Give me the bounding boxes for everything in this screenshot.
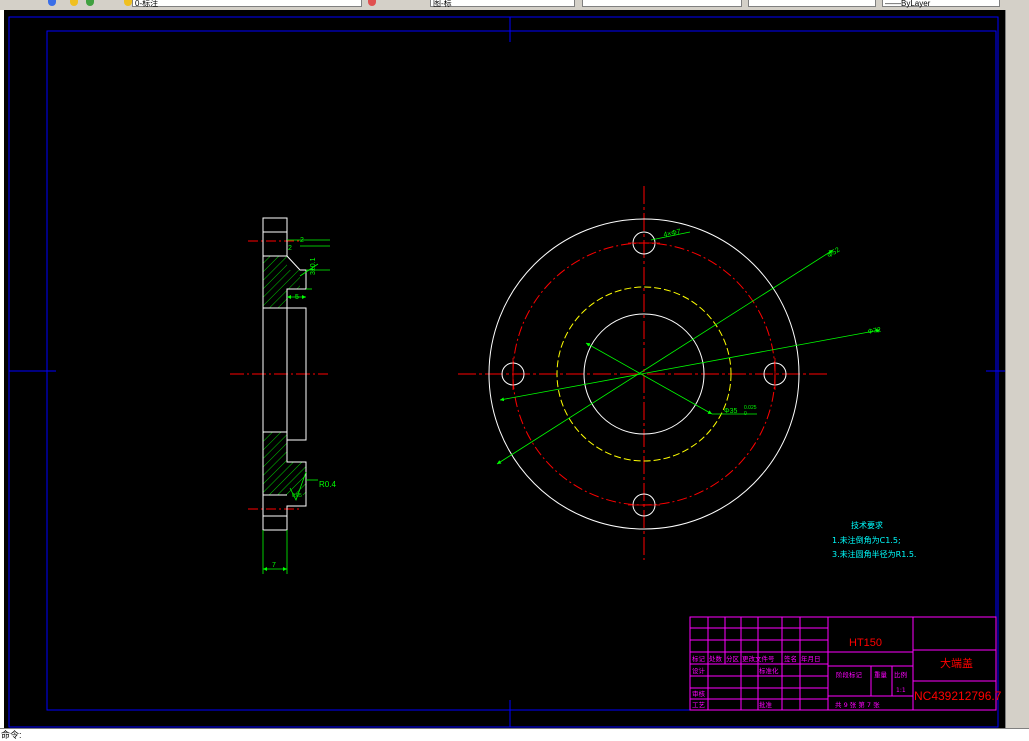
vertical-scrollbar[interactable] bbox=[1006, 10, 1029, 728]
dim-top-mid: 2 bbox=[288, 245, 292, 252]
tb-sheet-info: 共 9 张 第 7 张 bbox=[835, 700, 880, 709]
tb-row-check: 审核 bbox=[692, 689, 706, 698]
style-dropdown[interactable]: 图-标 bbox=[430, 0, 575, 8]
bore-tol-upper: 0.025 bbox=[744, 405, 757, 411]
section-outline bbox=[262, 217, 307, 531]
freeze-icon[interactable] bbox=[70, 0, 78, 6]
tb-row-standard: 标准化 bbox=[759, 666, 779, 675]
tb-row-design: 设计 bbox=[692, 666, 706, 675]
toolbar: 0-标注 图-标 ——ByLayer bbox=[0, 0, 1029, 10]
outer-frame bbox=[8, 16, 999, 728]
tb-header-mark: 标记 bbox=[692, 654, 706, 663]
inner-frame bbox=[46, 30, 997, 711]
tb-header-change-doc: 更改文件号 bbox=[742, 654, 775, 663]
section-view: 2 2 3±0.1 5 R0.4 0.05 7 bbox=[230, 217, 336, 574]
tb-scale-value: 1:1 bbox=[896, 687, 906, 694]
color-dropdown[interactable] bbox=[582, 0, 742, 7]
command-line[interactable]: 命令: bbox=[0, 728, 1029, 740]
bore-tol-lower: 0 bbox=[744, 411, 747, 417]
dia-bore-label: Φ35 bbox=[724, 408, 737, 415]
layer-dropdown-value: 0-标注 bbox=[135, 0, 159, 8]
holes-label: 4×Φ7 bbox=[663, 228, 682, 238]
roughness-symbol bbox=[289, 471, 307, 502]
dim-bore-diameter-line bbox=[585, 342, 713, 415]
technical-notes: 技术要求 1.未注倒角为C1.5; 3.未注圆角半径为R1.5. bbox=[832, 520, 916, 559]
tb-drawing-no: NC439212796.7 bbox=[914, 689, 1002, 703]
section-hatch-top bbox=[263, 256, 300, 308]
tb-header-count: 处数 bbox=[709, 654, 723, 663]
tb-row-approve: 批准 bbox=[759, 700, 773, 709]
dim-roughness: R0.4 bbox=[319, 480, 336, 489]
lineweight-dropdown[interactable]: ——ByLayer bbox=[882, 0, 1000, 8]
dim-roughness-sub: 0.05 bbox=[292, 493, 302, 499]
tb-row-stage: 阶段标记 bbox=[836, 670, 863, 679]
dia-outer-label: Φ52 bbox=[826, 246, 841, 259]
tb-part-name: 大端盖 bbox=[940, 656, 973, 670]
tb-header-zone: 分区 bbox=[726, 654, 740, 663]
tb-row-scale: 比例 bbox=[894, 670, 907, 679]
dim-fillet-leader bbox=[299, 263, 319, 277]
layer-dropdown[interactable]: 0-标注 bbox=[132, 0, 362, 8]
dim-top-small: 2 bbox=[300, 237, 304, 244]
notes-line-2: 3.未注圆角半径为R1.5. bbox=[832, 549, 916, 559]
tb-header-date: 年月日 bbox=[801, 654, 821, 663]
section-hatch-bottom bbox=[263, 432, 306, 495]
tb-row-weight: 重量 bbox=[874, 671, 888, 679]
command-prompt: 命令: bbox=[1, 730, 22, 740]
style-dropdown-value: 图-标 bbox=[433, 0, 452, 8]
color-icon[interactable] bbox=[124, 0, 132, 6]
title-block: HT150 大端盖 NC439212796.7 标记 处数 分区 更改文件号 签… bbox=[689, 616, 1002, 711]
dim-width: 7 bbox=[272, 562, 276, 569]
lock-icon[interactable] bbox=[86, 0, 94, 6]
linetype-dropdown[interactable] bbox=[748, 0, 876, 7]
tb-material: HT150 bbox=[849, 637, 882, 649]
match-layer-icon[interactable] bbox=[368, 0, 376, 6]
dia-bolt-label: Φ72 bbox=[867, 327, 881, 336]
notes-line-1: 1.未注倒角为C1.5; bbox=[832, 535, 901, 545]
dim-holes-leader bbox=[650, 231, 691, 241]
notes-title: 技术要求 bbox=[851, 520, 883, 530]
tb-row-process: 工艺 bbox=[692, 701, 706, 709]
dim-step: 5 bbox=[295, 294, 299, 301]
tb-header-sign: 签名 bbox=[784, 654, 797, 663]
lineweight-dropdown-value: ——ByLayer bbox=[885, 0, 931, 8]
front-view: 4×Φ7 Φ52 Φ72 Φ35 0.025 0 bbox=[458, 186, 882, 560]
dim-fillet-label: 3±0.1 bbox=[310, 257, 317, 275]
dim-outer-diameter-line bbox=[496, 249, 834, 465]
layer-state-icon[interactable] bbox=[48, 0, 56, 6]
